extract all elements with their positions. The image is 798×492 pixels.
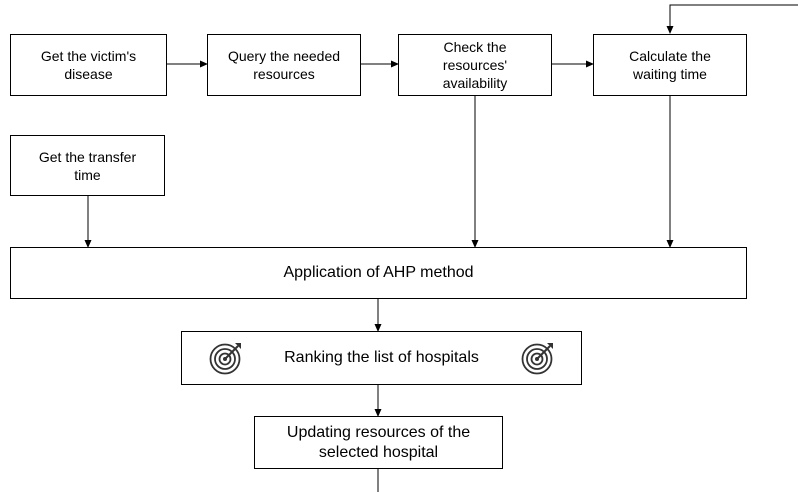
feedback-line-to-calculate	[666, 4, 798, 34]
ahp-box: Application of AHP method	[10, 247, 747, 299]
updating-label: Updating resources of the selected hospi…	[286, 423, 471, 461]
get-disease-box: Get the victim's disease	[10, 34, 167, 96]
check-availability-box: Check the resources' availability	[398, 34, 552, 96]
get-transfer-label: Get the transfer time	[38, 148, 137, 183]
get-disease-label: Get the victim's disease	[40, 48, 137, 82]
get-transfer-box: Get the transfer time	[10, 135, 165, 196]
query-resources-box: Query the needed resources	[207, 34, 361, 96]
ranking-box: Ranking the list of hospitals	[181, 331, 582, 385]
target-icon	[521, 343, 553, 375]
check-availability-label: Check the resources' availability	[442, 39, 508, 91]
ahp-label: Application of AHP method	[283, 264, 474, 281]
target-icon	[209, 343, 241, 375]
updating-box: Updating resources of the selected hospi…	[254, 416, 503, 469]
calculate-waiting-box: Calculate the waiting time	[593, 34, 747, 96]
calculate-waiting-label: Calculate the waiting time	[629, 48, 711, 82]
query-resources-label: Query the needed resources	[227, 48, 341, 82]
ranking-label: Ranking the list of hospitals	[284, 349, 479, 366]
